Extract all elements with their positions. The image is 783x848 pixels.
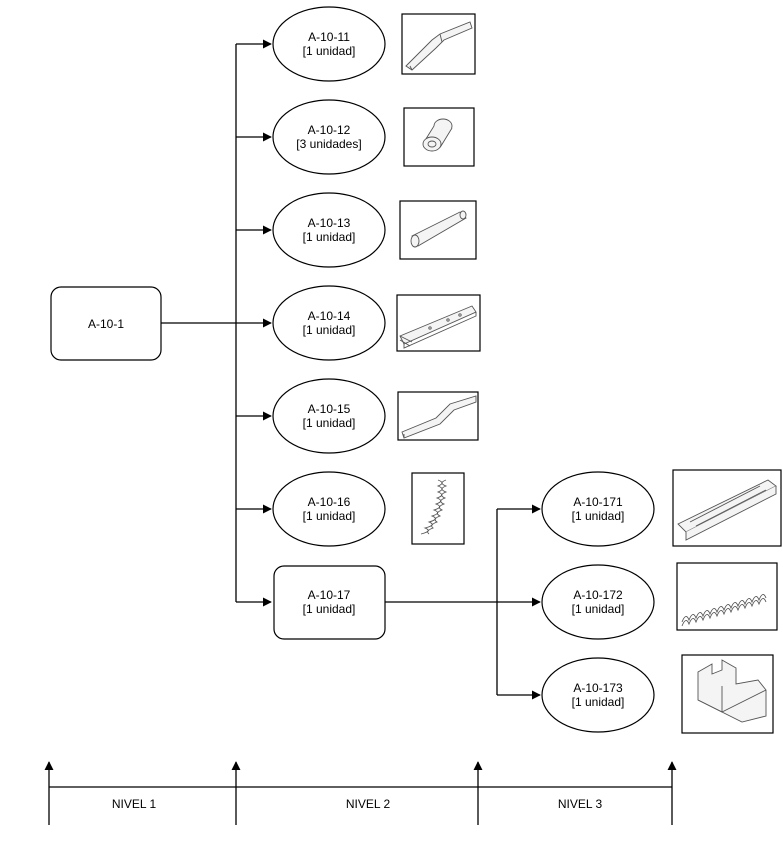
node-qty: [1 unidad] — [303, 509, 356, 523]
node-qty: [1 unidad] — [572, 695, 625, 709]
node-a-10-14: A-10-14 [1 unidad] — [272, 285, 386, 361]
node-qty: [1 unidad] — [572, 602, 625, 616]
long-spring-icon — [676, 562, 778, 631]
node-qty: [1 unidad] — [303, 602, 356, 616]
node-id: A-10-15 — [308, 402, 351, 416]
node-qty: [1 unidad] — [572, 509, 625, 523]
node-a-10-12: A-10-12 [3 unidades] — [272, 99, 386, 175]
node-qty: [1 unidad] — [303, 416, 356, 430]
node-a-10-15: A-10-15 [1 unidad] — [272, 378, 386, 454]
node-a-10-11: A-10-11 [1 unidad] — [272, 6, 386, 82]
node-a-10-16: A-10-16 [1 unidad] — [272, 471, 386, 547]
node-id: A-10-172 — [573, 588, 623, 602]
channel-profile-icon — [672, 469, 782, 547]
node-id: A-10-171 — [573, 495, 623, 509]
bushing-icon — [403, 107, 475, 167]
node-qty: [1 unidad] — [303, 323, 356, 337]
connectors-level2-to-level3 — [385, 504, 541, 700]
rail-plate-icon — [396, 294, 481, 352]
node-id: A-10-14 — [308, 309, 351, 323]
level-3-label: NIVEL 3 — [558, 797, 603, 811]
node-qty: [1 unidad] — [303, 230, 356, 244]
node-a-10-171: A-10-171 [1 unidad] — [541, 471, 655, 547]
node-id: A-10-11 — [308, 30, 350, 44]
node-id: A-10-17 — [308, 588, 351, 602]
level-axis: NIVEL 1 NIVEL 2 NIVEL 3 — [44, 761, 677, 825]
bracket-arm-icon — [401, 13, 476, 75]
level-1-label: NIVEL 1 — [112, 797, 157, 811]
node-a-10-173: A-10-173 [1 unidad] — [541, 657, 655, 733]
clip-bracket-icon — [681, 654, 774, 734]
level-2-label: NIVEL 2 — [346, 797, 391, 811]
coil-spring-icon — [411, 472, 465, 545]
node-root-label: A-10-1 — [88, 317, 124, 331]
bent-lever-icon — [397, 391, 479, 441]
tube-icon — [399, 200, 477, 260]
node-qty: [3 unidades] — [296, 137, 361, 151]
node-qty: [1 unidad] — [303, 44, 356, 58]
node-id: A-10-12 — [308, 123, 351, 137]
node-root: A-10-1 — [50, 286, 162, 361]
node-id: A-10-173 — [573, 681, 623, 695]
node-a-10-172: A-10-172 [1 unidad] — [541, 564, 655, 640]
node-a-10-17: A-10-17 [1 unidad] — [273, 565, 386, 640]
node-id: A-10-16 — [308, 495, 351, 509]
node-id: A-10-13 — [308, 216, 351, 230]
node-a-10-13: A-10-13 [1 unidad] — [272, 192, 386, 268]
connectors-level1-to-level2 — [161, 39, 272, 607]
